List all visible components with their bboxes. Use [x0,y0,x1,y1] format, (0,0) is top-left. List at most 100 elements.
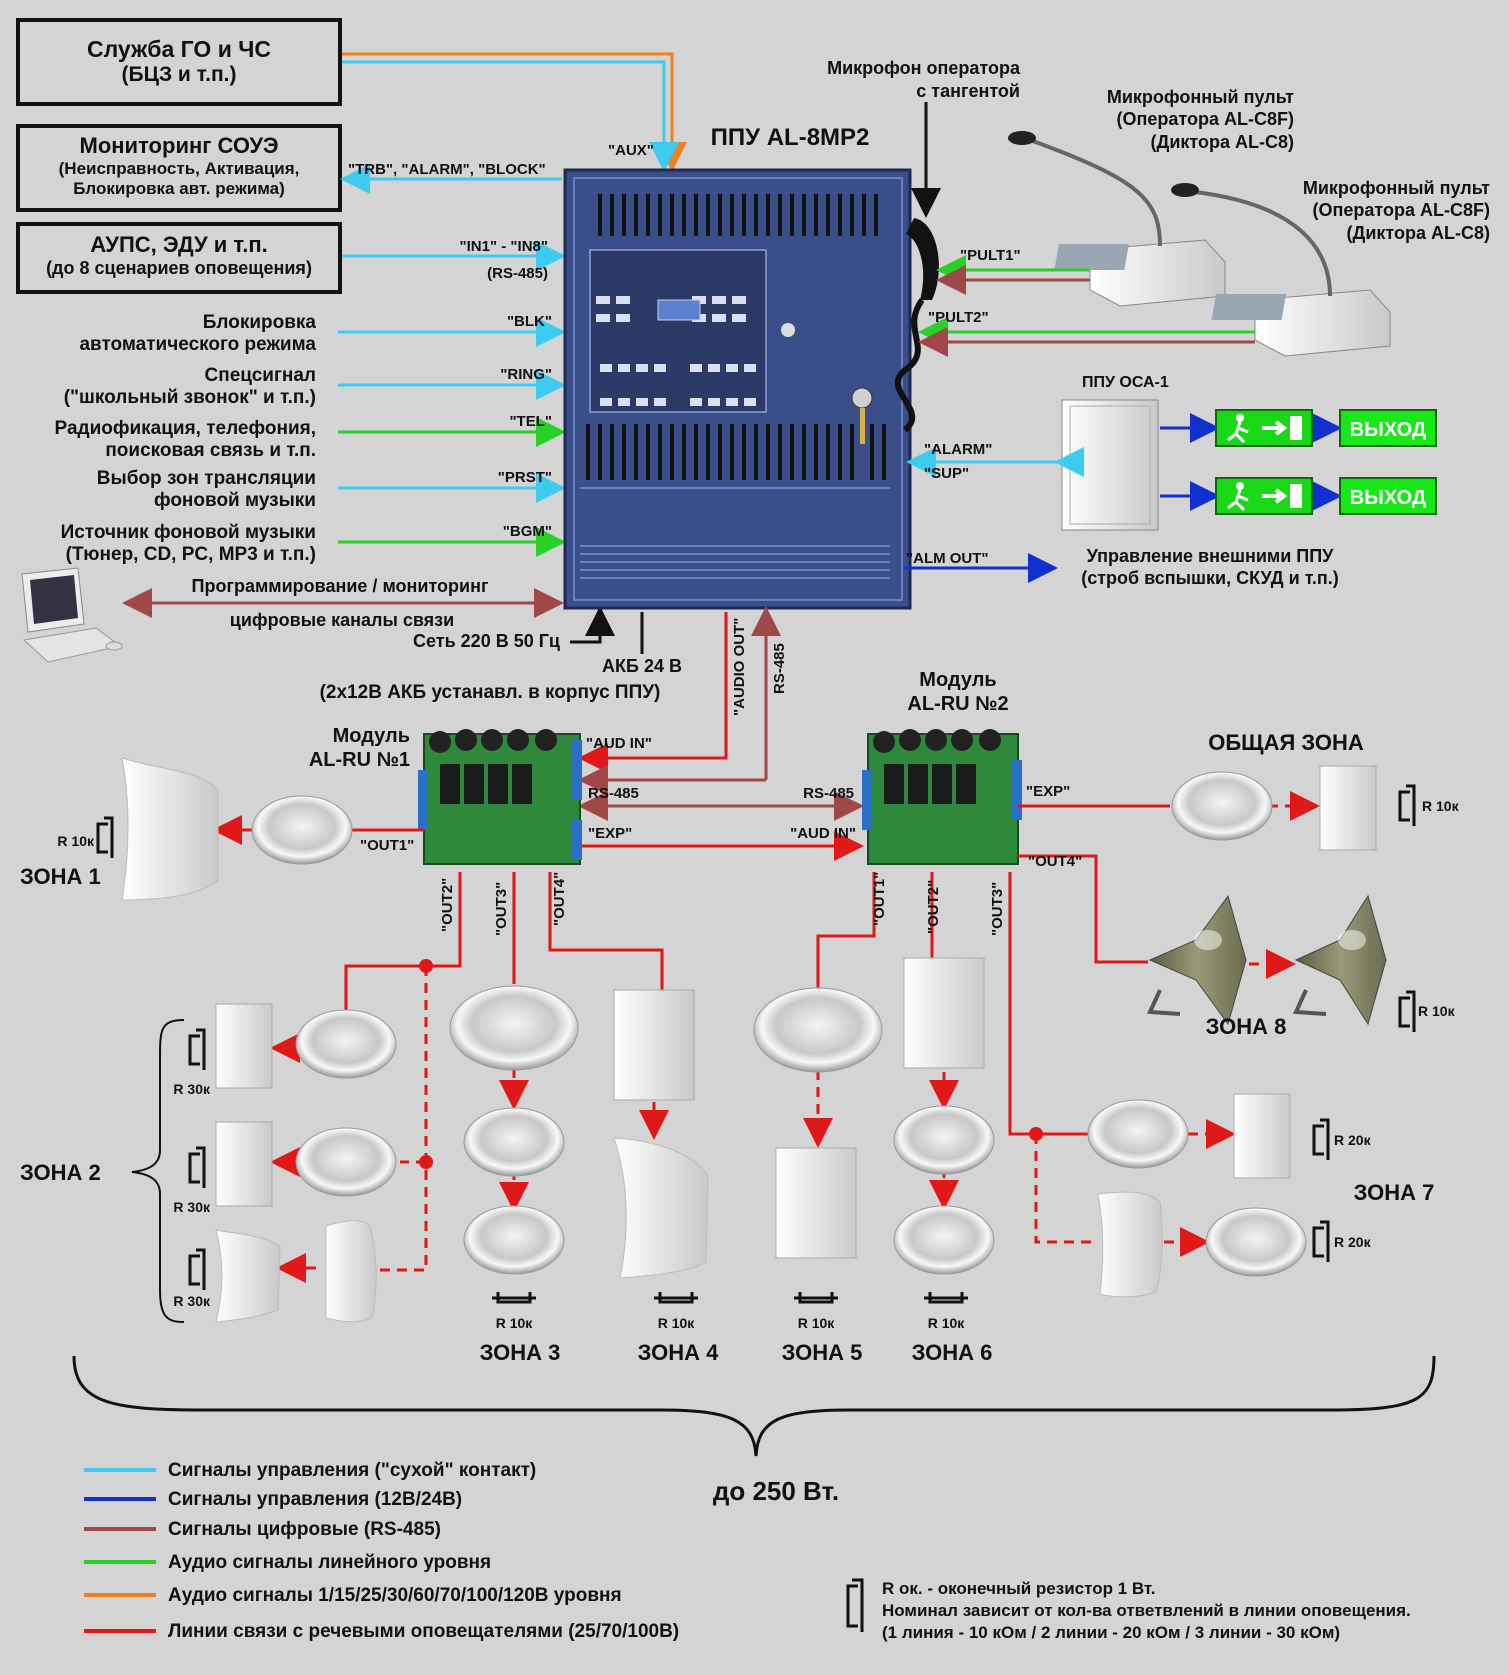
label-mod2-a: Модуль [919,669,996,691]
box-go-chs-sub: (БЦЗ и т.п.) [121,63,237,86]
module-al-ru-2 [862,729,1022,865]
label-pult-b1: Микрофонный пульт [1303,178,1490,198]
sig-pult1: "PULT1" [960,247,1021,264]
wall-speaker-icon [215,765,1377,1259]
ppu-vent-top [598,194,878,236]
operator-mic-handset [894,218,939,433]
wires-speaker-lines [212,804,1170,1136]
computer-icon [21,567,123,663]
label-pult-a1: Микрофонный пульт [1107,87,1294,107]
label-mains: Сеть 220 В 50 Гц [413,631,560,651]
sig-aux: "AUX" [608,142,654,159]
zone-5: ЗОНА 5 [782,1340,863,1365]
legend-4: Аудио сигналы линейного уровня [168,1552,491,1573]
legend-1: Сигналы управления ("сухой" контакт) [168,1460,536,1481]
r-zone4: R 10к [658,1315,696,1331]
zone2-brace [131,1019,185,1323]
sig-out3-2: "OUT3" [989,882,1006,936]
r-zone7-b: R 20к [1334,1234,1372,1250]
ppu-front-panel [589,249,767,413]
label-mic-op-1: Микрофон оператора [827,58,1021,78]
sig-exp-2: "EXP" [1026,783,1070,800]
input-prst-1: Выбор зон трансляции [97,468,316,489]
sig-audio-out: "AUDIO OUT" [731,618,748,716]
label-pult-a2: (Оператора AL-C8F) [1117,109,1294,129]
label-pult-a3: (Диктора AL-C8) [1151,132,1294,152]
box-aups: АУПС, ЭДУ и т.п. (до 8 сценариев оповеще… [16,222,342,294]
sig-blk: "BLK" [507,313,552,330]
wire-mains [570,606,615,644]
zone-4: ЗОНА 4 [638,1340,719,1365]
label-digital: цифровые каналы связи [230,610,454,630]
input-tel-2: поисковая связь и т.п. [105,440,316,461]
sig-aud-in-2: "AUD IN" [790,825,856,842]
wire-pult2 [918,317,1255,357]
sig-aud-in-1: "AUD IN" [586,735,652,752]
r-zone6: R 10к [928,1315,966,1331]
label-mod2-b: AL-RU №2 [907,693,1008,715]
box-monitoring-sub2: Блокировка авт. режима) [73,179,285,198]
label-ext-2: (строб вспышки, СКУД и т.п.) [1081,568,1339,588]
zone-2: ЗОНА 2 [20,1160,101,1185]
r-zone7-a: R 20к [1334,1132,1372,1148]
ppu-key-switch [781,323,795,337]
exit-label-1: ВЫХОД [1350,419,1426,441]
sig-rs485-1: RS-485 [588,785,639,802]
label-common: ОБЩАЯ ЗОНА [1208,730,1364,755]
r-zone8: R 10к [1418,1003,1456,1019]
label-akb-note: (2х12В АКБ устанавл. в корпус ППУ) [320,682,661,703]
sig-tel: "TEL" [509,413,552,430]
wire-rs485-vertical [578,606,781,795]
zone-1: ЗОНА 1 [20,864,101,889]
legend-2: Сигналы управления (12В/24В) [168,1489,462,1510]
mic-console-1 [1008,131,1226,307]
ceiling-speaker-icon [251,771,1307,1277]
sig-prst: "PRST" [498,469,552,486]
sig-in: "IN1" - "IN8" [460,238,548,255]
exit-board-1 [1339,409,1437,447]
input-blk-1: Блокировка [203,312,317,333]
sig-out4-2: "OUT4" [1028,853,1082,870]
junction-zone2-mid [419,1155,433,1169]
label-pult-b2: (Оператора AL-C8F) [1313,200,1490,220]
label-ppu: ППУ AL-8MP2 [711,124,870,151]
label-total: до 250 Вт. [713,1476,839,1506]
zone-8: ЗОНА 8 [1206,1014,1287,1039]
zone-3: ЗОНА 3 [480,1340,561,1365]
wire-pult1 [936,255,1090,295]
sig-trb: "TRB", "ALARM", "BLOCK" [348,161,546,178]
legend-5: Аудио сигналы 1/15/25/30/60/70/100/120В … [168,1585,622,1606]
input-bgm-2: (Тюнер, CD, PC, MP3 и т.п.) [66,544,316,565]
input-tel-1: Радиофикация, телефония, [55,418,316,439]
sig-rs485-2: RS-485 [803,785,854,802]
note-3: (1 линия - 10 кОм / 2 линии - 20 кОм / 3… [882,1623,1340,1642]
ppu-vent-bottom [586,424,886,480]
junction-zone2-top [419,959,433,973]
exit-label-2: ВЫХОД [1350,487,1426,509]
resistor-icon [96,784,1416,1632]
legend-6: Линии связи с речевыми оповещателями (25… [168,1621,679,1642]
oca-device [1061,399,1159,531]
box-go-chs-title: Служба ГО и ЧС [87,36,271,62]
wire-audio-out [578,612,728,773]
label-akb: АКБ 24 В [602,656,682,676]
legend-swatches [84,1468,156,1633]
label-prog: Программирование / мониторинг [192,576,489,596]
r-zone3: R 10к [496,1315,534,1331]
sig-out1-2: "OUT1" [871,872,888,926]
note-1: R ок. - оконечный резистор 1 Вт. [882,1579,1155,1598]
input-bgm-1: Источник фоновой музыки [61,522,316,543]
exit-board-2 [1339,477,1437,515]
legend-3: Сигналы цифровые (RS-485) [168,1519,441,1540]
sig-out4-1: "OUT4" [551,872,568,926]
ppu-cabinet [563,168,912,610]
exit-sign-icon-1 [1215,409,1313,447]
r-common: R 10к [1422,798,1460,814]
sig-out3-1: "OUT3" [493,882,510,936]
panel-speaker-icon [121,757,1163,1323]
label-ext-1: Управление внешними ППУ [1087,546,1335,566]
mic-console-2 [1171,183,1391,357]
sig-sup: "SUP" [924,465,969,482]
total-brace [72,1355,1436,1457]
r-zone2-a: R 30к [173,1081,211,1097]
